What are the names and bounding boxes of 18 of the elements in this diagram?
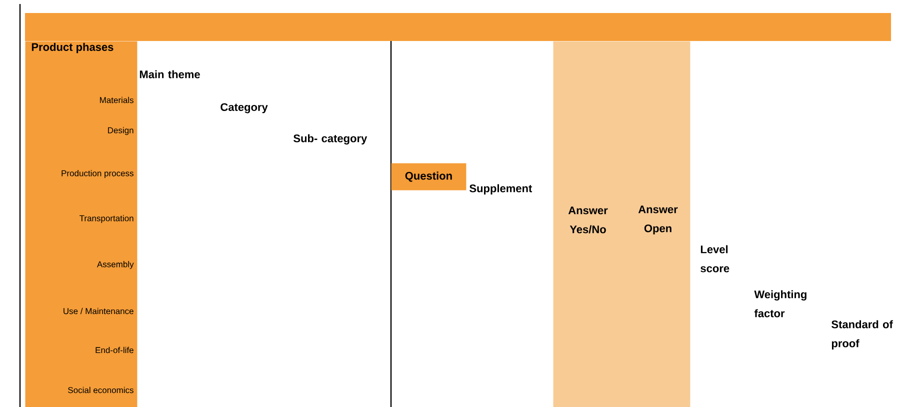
column-heading: Sub- category: [294, 134, 368, 144]
answer-column: Answer Yes/No Answer Open: [553, 41, 690, 407]
node-label: Materials: [100, 96, 134, 104]
node-label: Social economics: [68, 386, 134, 394]
node-label: End-of-life: [96, 346, 134, 354]
column-heading: Category: [220, 103, 268, 114]
node-label: Product phases: [32, 42, 114, 54]
column-heading: Supplement: [470, 184, 532, 194]
node-label: Transportation: [80, 215, 134, 223]
node-label: Production process: [62, 170, 134, 178]
node-label: Assembly: [96, 261, 134, 269]
column-heading: Level score: [700, 245, 730, 272]
node-label: Design: [108, 127, 134, 135]
column-heading: Weighting factor: [754, 290, 806, 318]
column-heading: Standard of proof: [832, 320, 893, 350]
question-box: Question: [391, 163, 466, 190]
phase-column: Product phases Materials Design Production process Transportation Assembly Use / Maintenance End-of-life Social economics: [25, 41, 138, 407]
node-label: Use / Maintenance: [64, 308, 134, 314]
